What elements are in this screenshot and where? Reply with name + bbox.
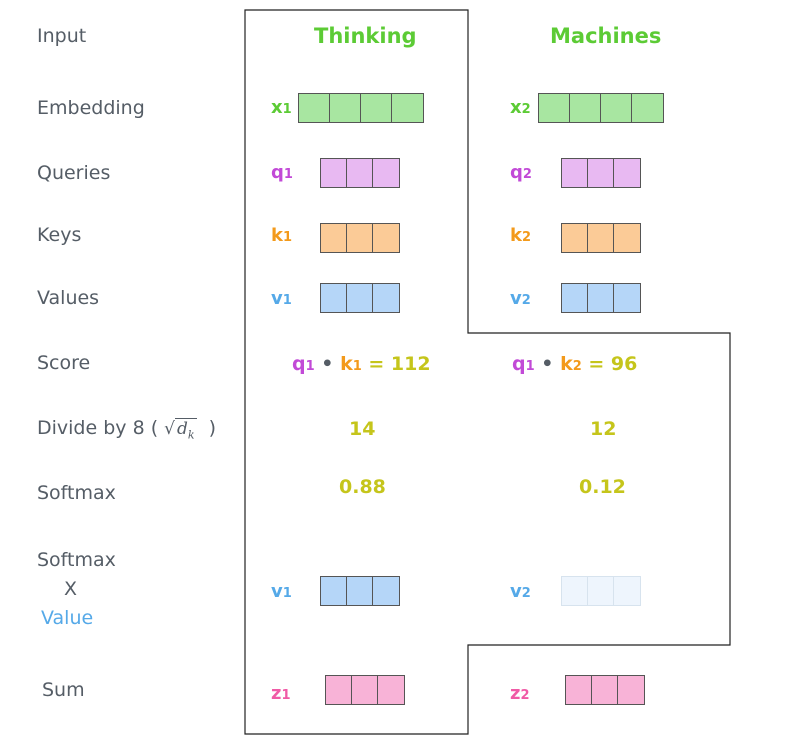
query-vector-q2 — [561, 158, 641, 188]
sum-vector-z1 — [325, 675, 405, 705]
row-label-queries: Queries — [37, 162, 111, 184]
symbol-v2: v2 — [510, 288, 531, 309]
row-label-softmax-x-value-1: Softmax — [37, 549, 116, 571]
weighted-value-vector-v2 — [561, 576, 641, 606]
row-label-values: Values — [37, 287, 100, 309]
symbol-z2: z2 — [510, 683, 530, 704]
symbol-z1: z1 — [271, 683, 291, 704]
symbol-k2: k2 — [510, 225, 532, 246]
row-label-sum: Sum — [42, 679, 85, 701]
query-vector-q1 — [320, 158, 400, 188]
score-expression-2: q1 • k2 = 96 — [512, 353, 638, 375]
weighted-value-vector-v1 — [320, 576, 400, 606]
row-label-score: Score — [37, 352, 91, 374]
row-label-softmax-x-value-2: X — [64, 578, 78, 600]
row-label-divide: Divide by 8 ( √dk ) — [37, 417, 216, 441]
symbol-q1: q1 — [271, 162, 293, 183]
value-vector-v1 — [320, 283, 400, 313]
input-word-thinking: Thinking — [314, 24, 417, 48]
symbol-q2: q2 — [510, 162, 532, 183]
divided-value-1: 14 — [349, 418, 376, 440]
key-vector-k2 — [561, 223, 641, 253]
embedding-vector-x2 — [538, 93, 664, 123]
sqrt-d: d — [177, 419, 188, 439]
row-label-embedding: Embedding — [37, 97, 145, 119]
key-vector-k1 — [320, 223, 400, 253]
divide-label-text: Divide by 8 ( — [37, 417, 159, 439]
symbol-x2: x2 — [510, 97, 531, 118]
row-label-softmax: Softmax — [37, 482, 116, 504]
symbol-v1: v1 — [271, 288, 292, 309]
symbol-weighted-v2: v2 — [510, 581, 531, 602]
divided-value-2: 12 — [590, 418, 617, 440]
score-value-2: 96 — [610, 353, 638, 375]
sqrt-dk-formula: √dk — [164, 418, 197, 442]
softmax-value-1: 0.88 — [339, 476, 386, 498]
row-label-softmax-x-value-3: Value — [41, 607, 94, 629]
softmax-value-2: 0.12 — [579, 476, 626, 498]
symbol-weighted-v1: v1 — [271, 581, 292, 602]
sum-vector-z2 — [565, 675, 645, 705]
input-word-machines: Machines — [550, 24, 662, 48]
score-value-1: 112 — [390, 353, 431, 375]
embedding-vector-x1 — [298, 93, 424, 123]
sqrt-k: k — [187, 428, 195, 442]
row-label-keys: Keys — [37, 224, 82, 246]
value-vector-v2 — [561, 283, 641, 313]
symbol-k1: k1 — [271, 225, 293, 246]
symbol-x1: x1 — [271, 97, 292, 118]
row-label-input: Input — [37, 25, 87, 47]
divide-label-close: ) — [208, 417, 217, 439]
score-expression-1: q1 • k1 = 112 — [292, 353, 431, 375]
